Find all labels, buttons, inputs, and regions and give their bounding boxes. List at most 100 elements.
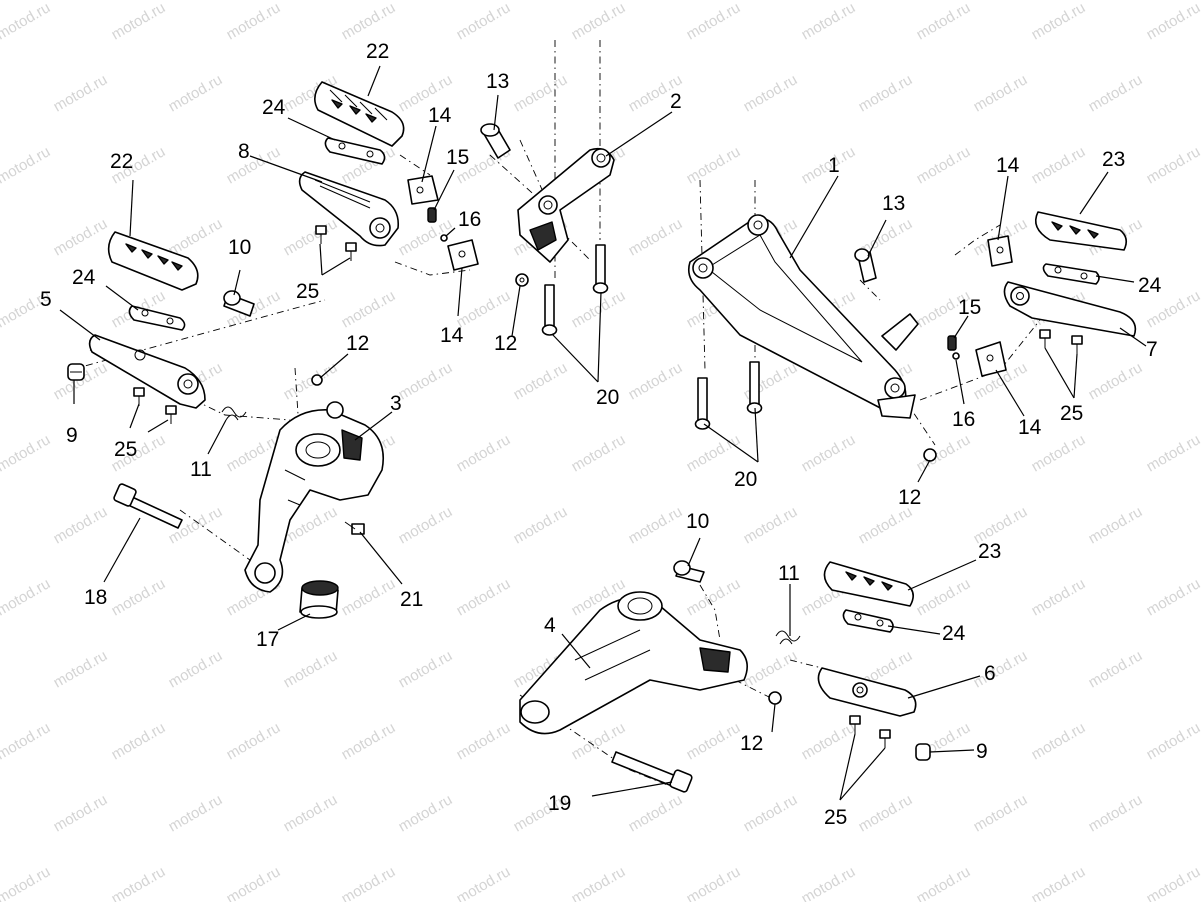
part-25-screws-right <box>1039 329 1083 354</box>
watermark-text: motod.ru <box>224 863 284 902</box>
watermark-text: motod.ru <box>799 863 859 902</box>
callout-1: 1 <box>828 154 840 177</box>
watermark-text: motod.ru <box>856 71 916 115</box>
callout-16b: 16 <box>952 408 975 431</box>
callout-15: 15 <box>446 146 469 169</box>
part-20-bolts-right <box>694 361 763 430</box>
watermark-text: motod.ru <box>454 575 514 619</box>
watermark-text: motod.ru <box>1144 0 1202 43</box>
callout-20b: 20 <box>734 468 757 491</box>
watermark-text: motod.ru <box>971 791 1031 835</box>
watermark-text: motod.ru <box>0 0 53 43</box>
watermark-text: motod.ru <box>454 431 514 475</box>
watermark-text: motod.ru <box>856 791 916 835</box>
part-12-nut-upper <box>515 273 529 287</box>
watermark-text: motod.ru <box>166 647 226 691</box>
watermark-text: motod.ru <box>914 143 974 187</box>
callout-24d: 24 <box>942 622 966 645</box>
callout-17: 17 <box>256 628 279 651</box>
part-25-screws-lower-right <box>849 715 891 748</box>
part-12-nut-right <box>923 448 937 462</box>
watermark-text: motod.ru <box>109 0 169 43</box>
part-16-ball-right <box>952 352 960 360</box>
part-17-bushing <box>299 580 339 619</box>
watermark-text: motod.ru <box>626 503 686 547</box>
watermark-text: motod.ru <box>51 71 111 115</box>
callout-11b: 11 <box>778 562 800 585</box>
callout-2: 2 <box>670 90 682 113</box>
part-24-plate-right-upper <box>1042 263 1100 285</box>
watermark-text: motod.ru <box>1144 143 1202 187</box>
watermark-text: motod.ru <box>684 863 744 902</box>
watermark-text: motod.ru <box>569 287 629 331</box>
callout-4: 4 <box>544 614 556 637</box>
part-19-bolt <box>611 751 693 793</box>
watermark-text: motod.ru <box>1029 0 1089 43</box>
callout-11: 11 <box>190 458 212 481</box>
callout-12d: 12 <box>740 732 763 755</box>
callout-9: 9 <box>66 424 78 447</box>
callout-22: 22 <box>366 40 389 63</box>
watermark-text: motod.ru <box>569 431 629 475</box>
watermark-text: motod.ru <box>1086 647 1146 691</box>
watermark-text: motod.ru <box>109 719 169 763</box>
part-1-rear-bracket-right <box>687 214 919 419</box>
callout-23: 23 <box>1102 148 1125 171</box>
watermark-text: motod.ru <box>1086 359 1146 403</box>
callout-5: 5 <box>40 288 52 311</box>
watermark-text: motod.ru <box>914 575 974 619</box>
part-18-long-bolt <box>113 483 183 529</box>
watermark-text: motod.ru <box>0 863 53 902</box>
watermark-text: motod.ru <box>109 575 169 619</box>
part-22-footpeg-rubber-upper <box>314 81 405 147</box>
callout-12b: 12 <box>346 332 369 355</box>
watermark-text: motod.ru <box>454 0 514 43</box>
part-25-screws-left <box>133 387 177 424</box>
watermark-text: motod.ru <box>684 143 744 187</box>
watermark-text: motod.ru <box>741 791 801 835</box>
callout-8: 8 <box>238 140 250 163</box>
callout-25b: 25 <box>114 438 137 461</box>
part-12-nut-lower <box>768 691 782 705</box>
watermark-text: motod.ru <box>914 0 974 43</box>
watermark-text: motod.ru <box>684 0 744 43</box>
watermark-text: motod.ru <box>1086 503 1146 547</box>
callout-13: 13 <box>486 70 509 93</box>
callout-10: 10 <box>228 236 251 259</box>
watermark-text: motod.ru <box>281 215 341 259</box>
part-9-stopper-right <box>915 743 931 761</box>
part-9-stopper-left <box>67 363 85 381</box>
watermark-text: motod.ru <box>454 863 514 902</box>
callout-22b: 22 <box>110 150 133 173</box>
watermark-text: motod.ru <box>741 503 801 547</box>
watermark-text: motod.ru <box>799 431 859 475</box>
callout-9b: 9 <box>976 740 988 763</box>
watermark-text: motod.ru <box>224 719 284 763</box>
part-15-spring-right <box>947 335 957 351</box>
part-6-footpeg-bracket-lower-right <box>817 667 917 717</box>
watermark-text: motod.ru <box>511 71 571 115</box>
callout-21: 21 <box>400 588 423 611</box>
callout-14b: 14 <box>440 324 464 347</box>
watermark-text: motod.ru <box>741 647 801 691</box>
watermark-text: motod.ru <box>914 431 974 475</box>
watermark-text: motod.ru <box>51 647 111 691</box>
part-14-tab-right-lower <box>975 341 1007 377</box>
watermark-text: motod.ru <box>339 287 399 331</box>
callout-23b: 23 <box>978 540 1001 563</box>
watermark-text: motod.ru <box>166 791 226 835</box>
part-24-plate-lower-right <box>842 609 894 633</box>
watermark-text: motod.ru <box>0 719 53 763</box>
part-15-spring-upper <box>427 207 437 223</box>
watermark-text: motod.ru <box>626 791 686 835</box>
watermark-text: motod.ru <box>856 503 916 547</box>
callout-24: 24 <box>262 96 286 119</box>
part-7-footpeg-bracket-right <box>1003 281 1137 337</box>
watermark-text: motod.ru <box>1144 431 1202 475</box>
watermark-text: motod.ru <box>511 359 571 403</box>
part-14-tab-upper <box>407 175 439 205</box>
watermark-text: motod.ru <box>281 359 341 403</box>
watermark-text: motod.ru <box>396 359 456 403</box>
